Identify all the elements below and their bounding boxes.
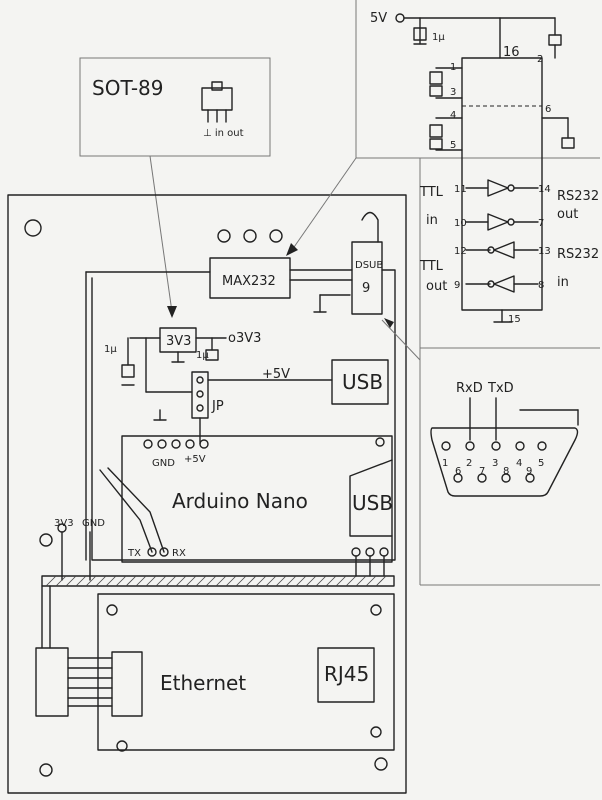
- pin7: 7: [538, 218, 544, 229]
- main-board: MAX232 DSUB 9 1μ 3V3 o3V3 1μ +5V USB: [7, 157, 421, 794]
- txd-label: TxD: [487, 381, 514, 396]
- usb2-label: USB: [352, 491, 393, 515]
- cap-1u-main: 1μ: [104, 344, 117, 355]
- pin16: 16: [503, 45, 520, 60]
- pin6: 6: [545, 104, 551, 115]
- buffers: [465, 179, 539, 293]
- hatched-bus: [41, 575, 395, 587]
- rx-label: RX: [172, 548, 186, 559]
- usb-connector: [331, 359, 389, 405]
- dsub-pin-5: 5: [538, 458, 544, 469]
- svg-text:in: in: [557, 275, 569, 290]
- dsub-pin-2: 2: [466, 458, 472, 469]
- dsub-label: DSUB: [355, 260, 383, 271]
- dsub-pin-1: 1: [442, 458, 448, 469]
- pin13: 13: [538, 246, 551, 257]
- cap-1u-reg: 1μ: [196, 350, 209, 361]
- rs232-out-label: RS232: [557, 189, 599, 204]
- pin8: 8: [538, 280, 544, 291]
- pin15: 15: [508, 314, 521, 325]
- plus5v-label: +5V: [262, 367, 290, 382]
- pin3: 3: [450, 87, 456, 98]
- dsub-pins: 9: [362, 281, 370, 296]
- arduino-nano-board: [121, 435, 393, 563]
- arduino-label: Arduino Nano: [172, 489, 308, 513]
- dsub-schematic: RxD TxD 1 2 3 4 5 6 7 8 9: [430, 381, 579, 497]
- gnd-label: GND: [152, 458, 175, 469]
- max232-chip: [209, 257, 291, 299]
- svg-text:out: out: [557, 207, 578, 222]
- ttl-out-label: TTL: [419, 259, 444, 274]
- pin14: 14: [538, 184, 551, 195]
- pin11: 11: [454, 184, 467, 195]
- svg-text:in: in: [426, 213, 438, 228]
- rs232-in-label: RS232: [557, 247, 599, 262]
- pin12: 12: [454, 246, 467, 257]
- dsub-pin-8: 8: [503, 466, 509, 477]
- mount-hole-icon: [374, 757, 388, 771]
- usb-label: USB: [342, 370, 383, 394]
- mount-hole-icon: [24, 219, 42, 237]
- 3v3-label: 3V3: [54, 518, 74, 529]
- pin10: 10: [454, 218, 467, 229]
- jp-label: JP: [211, 399, 224, 414]
- dsub-connector: [351, 241, 383, 315]
- max232-schematic: 5V 1μ 16 2 1 3 4 5 6 TTL in TTL out: [355, 0, 600, 586]
- rj45-label: RJ45: [324, 662, 369, 686]
- mount-hole-icon: [39, 763, 53, 777]
- sot89-pins: ⊥ in out: [203, 128, 244, 139]
- mount-hole-icon: [39, 533, 53, 547]
- reg-label: 3V3: [166, 334, 191, 349]
- tx-label: TX: [127, 548, 141, 559]
- sot89-title: SOT-89: [92, 76, 163, 100]
- dsub-pin-4: 4: [516, 458, 522, 469]
- reg-out-label: o3V3: [228, 331, 261, 346]
- header-left: [35, 647, 69, 717]
- header-right: [111, 651, 143, 717]
- pin2: 2: [537, 54, 543, 65]
- rxd-label: RxD: [456, 381, 483, 396]
- dsub-pin-6: 6: [455, 466, 461, 477]
- dsub-pin-9: 9: [526, 466, 532, 477]
- plus5v-small: +5V: [184, 454, 206, 465]
- pin9: 9: [454, 280, 460, 291]
- rj45-jack: [317, 647, 375, 703]
- supply-5v-label: 5V: [370, 11, 387, 26]
- pin5: 5: [450, 140, 456, 151]
- ttl-in-label: TTL: [419, 185, 444, 200]
- dsub-pin-3: 3: [492, 458, 498, 469]
- ethernet-label: Ethernet: [160, 671, 246, 695]
- dsub-pin-7: 7: [479, 466, 485, 477]
- gnd2-label: GND: [82, 518, 105, 529]
- ethernet-module: [97, 593, 395, 751]
- svg-text:out: out: [426, 279, 447, 294]
- pin4: 4: [450, 110, 456, 121]
- sot89-inset: SOT-89 ⊥ in out: [79, 57, 271, 318]
- cap-1u-label: 1μ: [432, 32, 445, 43]
- max232-label: MAX232: [222, 274, 276, 289]
